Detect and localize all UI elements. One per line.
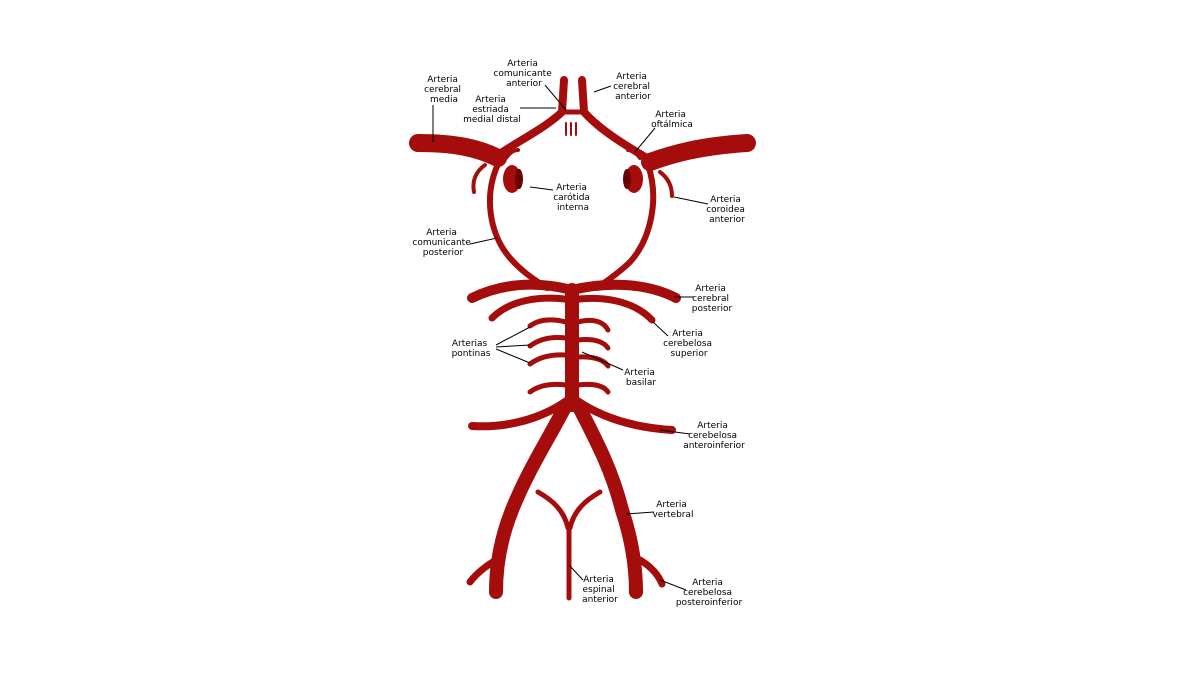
- vertebral-artery-right: [571, 398, 643, 599]
- label-pontinas: Arterias pontinas: [452, 339, 491, 359]
- posterior-cerebral-artery-right: [567, 279, 681, 303]
- label-cerebral-posterior: Arteria cerebral posterior: [692, 284, 733, 314]
- anterior-choroidal-artery-left: [471, 163, 487, 194]
- posterior-inferior-cerebellar-artery-left: [466, 556, 500, 586]
- pontine-artery-2-right: [575, 337, 611, 351]
- anterior-choroidal-artery-right: [658, 170, 674, 198]
- label-cerebelosa-posteroinferior: Arteria cerebelosa posteroinferior: [676, 578, 743, 608]
- label-cerebelosa-superior: Arteria cerebelosa superior: [663, 329, 715, 359]
- middle-cerebral-artery-left: [409, 134, 507, 167]
- ophthalmic-artery-left: [504, 148, 520, 160]
- label-comunicante-posterior: Arteria comunicante posterior: [412, 228, 473, 258]
- internal-carotid-lumen-right: [623, 169, 631, 189]
- pontine-artery-1-left: [527, 317, 569, 329]
- label-oftalmica: Arteria oftálmica: [651, 110, 693, 130]
- superior-cerebellar-artery-right: [568, 294, 656, 324]
- vertebral-artery-left: [489, 398, 573, 599]
- pontine-artery-3-left: [527, 352, 569, 367]
- label-espinal-anterior: Arteria espinal anterior: [582, 575, 618, 605]
- posterior-communicating-artery-right: [594, 162, 657, 291]
- label-estriada-medial-distal: Arteria estriada medial distal: [463, 95, 521, 125]
- striate-branches: [565, 122, 577, 136]
- pontine-artery-2-left: [527, 335, 569, 349]
- label-coroidea-anterior: Arteria coroidea anterior: [706, 195, 748, 225]
- label-carotida-interna: Arteria carótida interna: [553, 183, 593, 213]
- label-vertebral: Arteria vertebral: [652, 500, 693, 520]
- posterior-cerebral-artery-left: [467, 279, 577, 303]
- label-comunicante-anterior: Arteria comunicante anterior: [493, 59, 554, 89]
- leader-lines: [432, 84, 709, 591]
- anterior-spinal-artery: [535, 489, 603, 601]
- posterior-inferior-cerebellar-artery-right: [636, 556, 666, 588]
- arteries: [409, 76, 756, 601]
- pontine-artery-4-left: [527, 381, 569, 395]
- label-cerebelosa-anteroinferior: Arteria cerebelosa anteroinferior: [683, 421, 745, 451]
- superior-cerebellar-artery-left: [488, 294, 576, 322]
- internal-carotid-lumen-left: [515, 169, 523, 189]
- label-cerebral-anterior: Arteria cerebral anterior: [613, 72, 653, 102]
- pontine-artery-1-right: [575, 317, 611, 333]
- posterior-communicating-artery-left: [487, 157, 550, 291]
- labels: Arteria comunicante anterior Arteria cer…: [412, 59, 748, 608]
- label-basilar: Arteria basilar: [624, 368, 658, 388]
- pontine-artery-4-right: [575, 381, 611, 395]
- label-cerebral-media: Arteria cerebral media: [424, 75, 464, 105]
- middle-cerebral-artery-right: [641, 134, 756, 171]
